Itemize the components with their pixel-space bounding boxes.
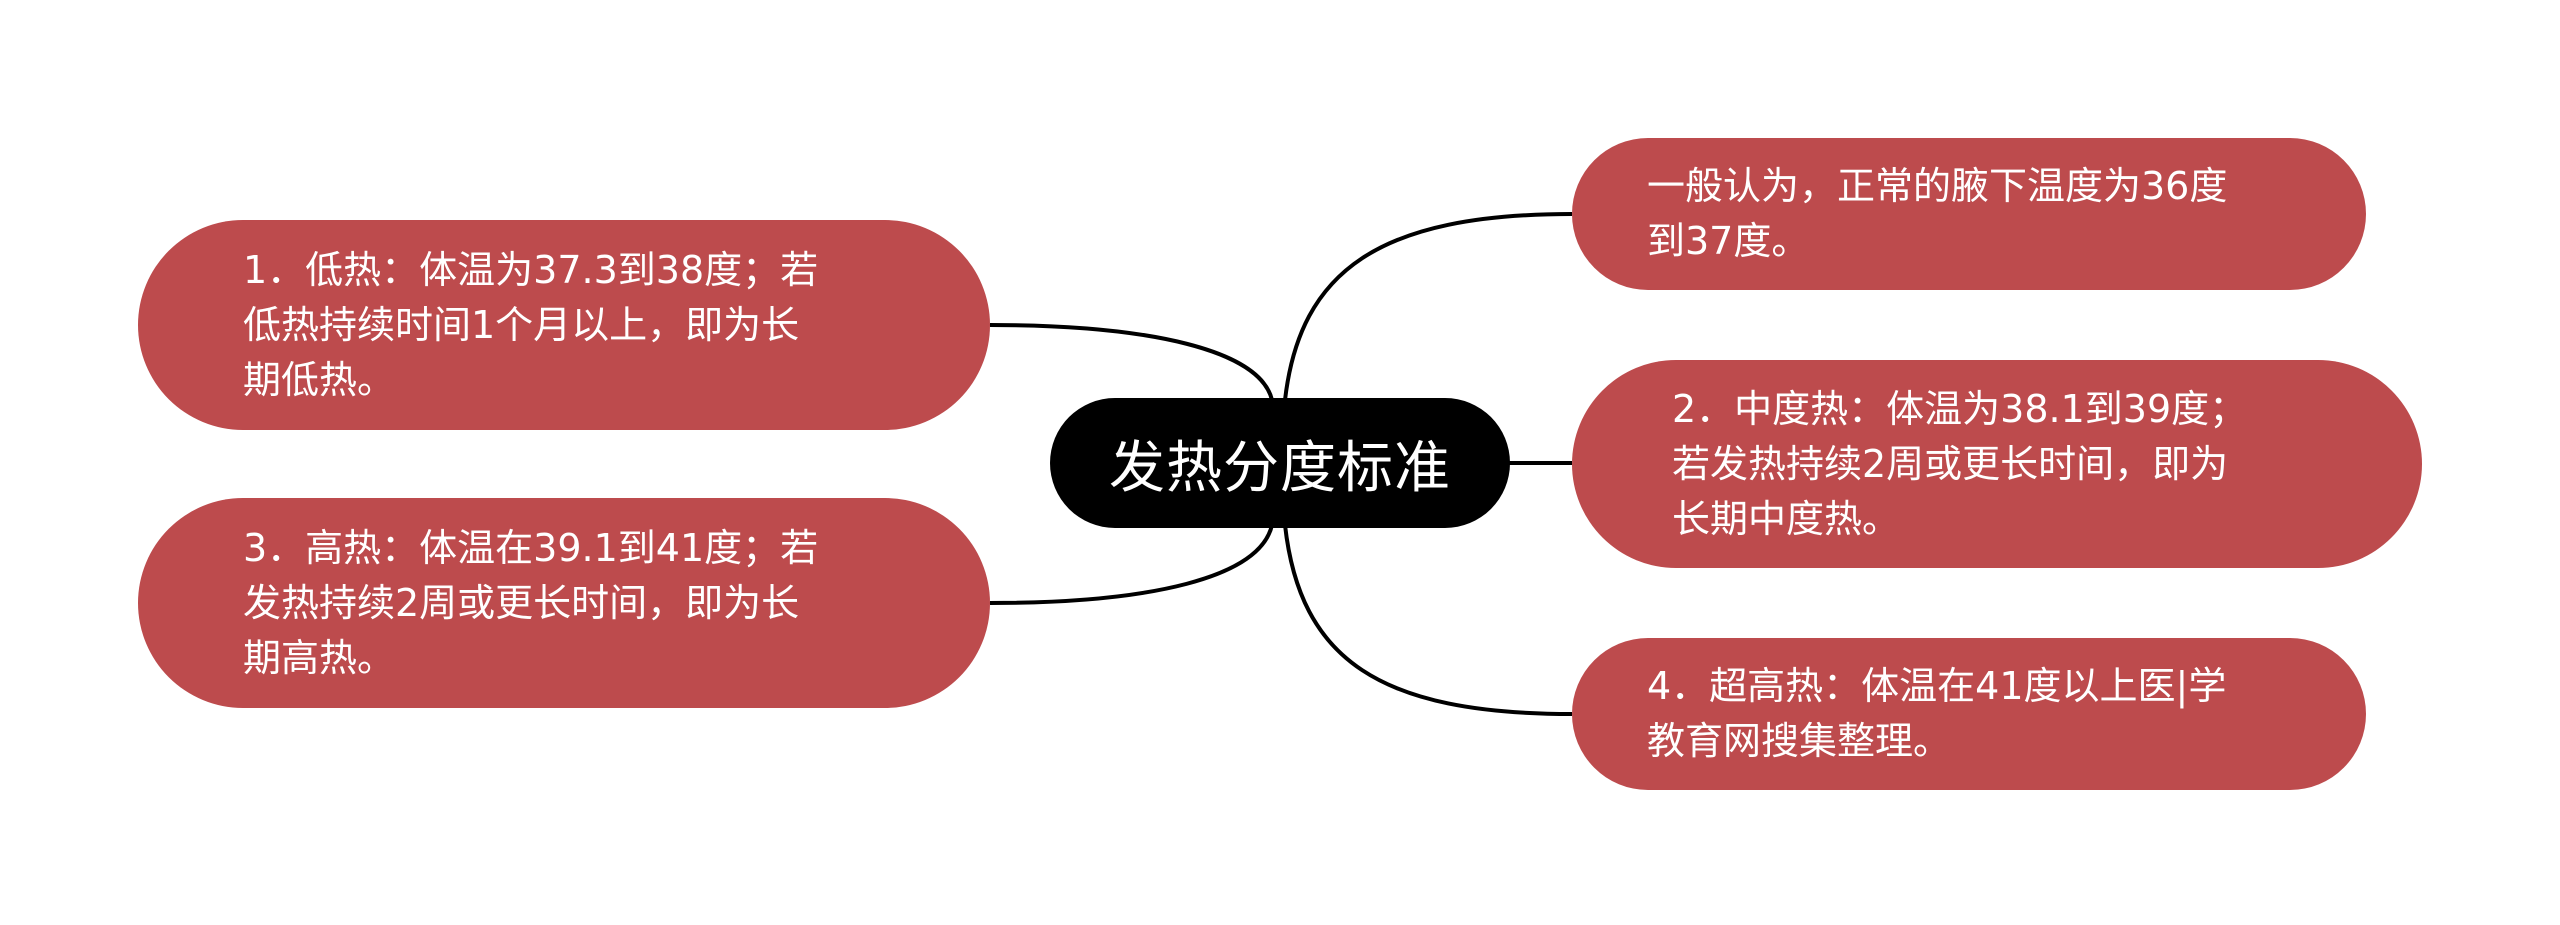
topic-low-fever[interactable]: 1．低热：体温为37.3到38度；若 低热持续时间1个月以上，即为长 期低热。 xyxy=(138,220,990,430)
topic-hyperpyrexia[interactable]: 4．超高热：体温在41度以上医|学 教育网搜集整理。 xyxy=(1572,638,2366,790)
topic-moderate-fever[interactable]: 2．中度热：体温为38.1到39度； 若发热持续2周或更长时间，即为 长期中度热… xyxy=(1572,360,2422,568)
central-topic[interactable]: 发热分度标准 xyxy=(1050,398,1510,528)
topic-high-fever-text: 3．高热：体温在39.1到41度；若 发热持续2周或更长时间，即为长 期高热。 xyxy=(243,525,819,680)
topic-normal-temperature-text: 一般认为，正常的腋下温度为36度 到37度。 xyxy=(1647,164,2228,263)
topic-hyperpyrexia-text: 4．超高热：体温在41度以上医|学 教育网搜集整理。 xyxy=(1647,664,2227,763)
topic-low-fever-text: 1．低热：体温为37.3到38度；若 低热持续时间1个月以上，即为长 期低热。 xyxy=(243,247,819,402)
connector-right-3 xyxy=(1283,524,1573,716)
topic-high-fever[interactable]: 3．高热：体温在39.1到41度；若 发热持续2周或更长时间，即为长 期高热。 xyxy=(138,498,990,708)
central-topic-title: 发热分度标准 xyxy=(1109,435,1451,501)
topic-moderate-fever-text: 2．中度热：体温为38.1到39度； 若发热持续2周或更长时间，即为 长期中度热… xyxy=(1672,386,2248,541)
connector-right-1 xyxy=(1283,212,1573,401)
topic-normal-temperature[interactable]: 一般认为，正常的腋下温度为36度 到37度。 xyxy=(1572,138,2366,290)
connector-left-1 xyxy=(989,323,1274,401)
connector-left-2 xyxy=(989,524,1274,605)
